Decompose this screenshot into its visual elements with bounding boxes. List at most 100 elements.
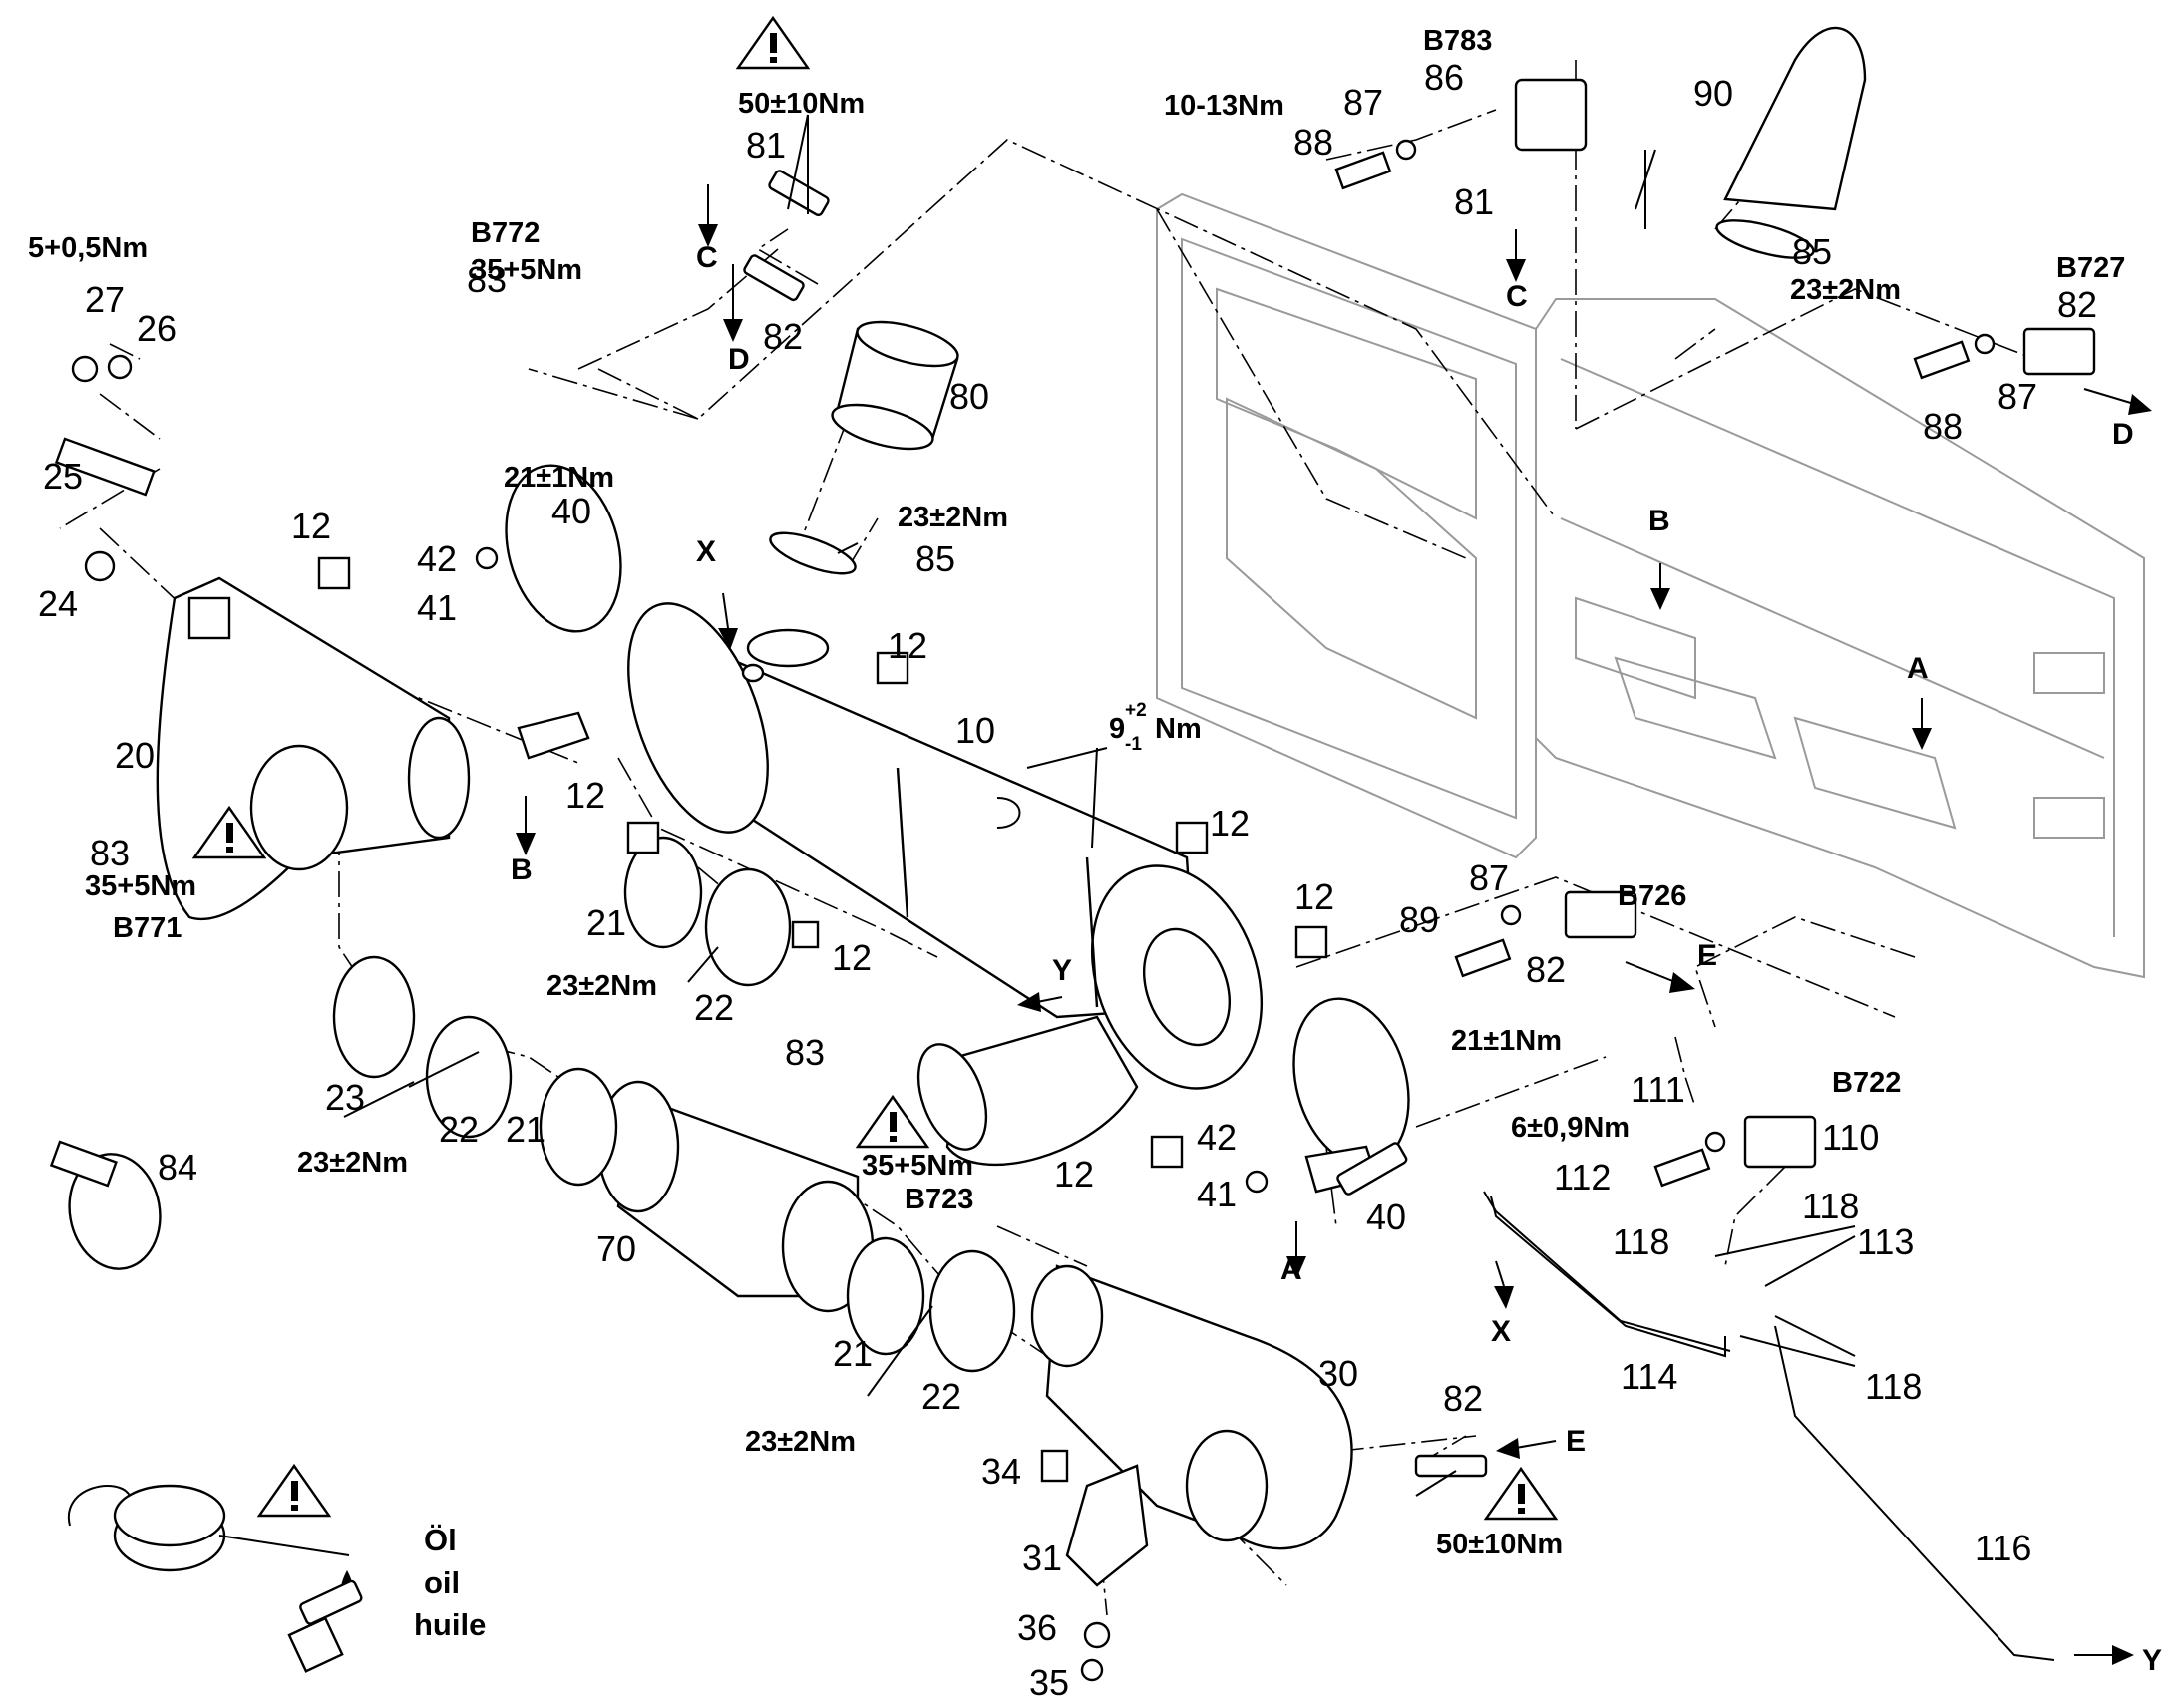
outlet-elbow (916, 1015, 1139, 1167)
label-118: 118 (1865, 1366, 1922, 1407)
torque-label: 21±1Nm (504, 462, 614, 494)
label-118: 118 (1613, 1221, 1669, 1262)
oil-note: Öl oil huile (414, 1523, 486, 1642)
label-31: 31 (1022, 1537, 1062, 1578)
label-42: 42 (1197, 1117, 1237, 1158)
sensor-code: B771 (113, 912, 182, 944)
label-21: 21 (586, 902, 626, 943)
sensor-code: B723 (905, 1184, 973, 1215)
sensor-code: B727 (2056, 252, 2125, 284)
sensor-code: B783 (1423, 25, 1492, 57)
torque-label: 23±2Nm (546, 970, 657, 1002)
part-85-clamp-top (1715, 219, 1815, 259)
label-30: 30 (1318, 1353, 1358, 1394)
torque-label: 5+0,5Nm (28, 232, 148, 264)
label-118: 118 (1802, 1186, 1859, 1226)
label-35: 35 (1029, 1662, 1069, 1703)
torque-label: 6±0,9Nm (1511, 1112, 1630, 1144)
warning-triangle-icon (191, 15, 1559, 1521)
label-86: 86 (1424, 57, 1464, 98)
label-41: 41 (1197, 1174, 1237, 1214)
pressure-pipes (1483, 1191, 2055, 1661)
label-22: 22 (439, 1109, 479, 1150)
sensor-code: B722 (1832, 1067, 1901, 1099)
label-82: 82 (2057, 284, 2097, 325)
label-112: 112 (1554, 1157, 1611, 1197)
label-20: 20 (115, 735, 155, 776)
label-83: 83 (90, 833, 130, 873)
label-85: 85 (1792, 231, 1832, 272)
torque-label-sub: -1 (1125, 734, 1142, 755)
label-12: 12 (1294, 876, 1334, 917)
label-24: 24 (38, 583, 78, 624)
label-22: 22 (694, 987, 734, 1028)
label-23: 23 (325, 1077, 365, 1118)
vehicle-frame (1156, 192, 2145, 979)
label-42: 42 (417, 538, 457, 579)
part-30-tail-pipe (1030, 1264, 1353, 1550)
ref-letter-x: X (1491, 1315, 1511, 1348)
ref-letter-x: X (696, 535, 716, 568)
reference-letters: C D C D X B B A E Y A X E Y (511, 241, 2162, 1677)
clamps-and-rings (49, 464, 1410, 1373)
oil-label-en: oil (424, 1565, 460, 1600)
sensor-code-labels: B783 B772 B727 B771 B726 B722 B723 (113, 25, 2125, 1215)
torque-label-sup: +2 (1125, 700, 1147, 721)
torque-label: 50±10Nm (738, 88, 865, 120)
label-40: 40 (1366, 1196, 1406, 1237)
torque-label: 9 (1109, 713, 1125, 745)
label-90: 90 (1693, 73, 1733, 114)
part-80-connector (831, 320, 959, 451)
leader-lines (343, 114, 1856, 1497)
torque-label: 35+5Nm (862, 1150, 973, 1182)
ref-letter-c: C (696, 241, 718, 274)
label-27: 27 (85, 279, 125, 320)
label-70: 70 (596, 1228, 636, 1269)
label-26: 26 (137, 308, 177, 349)
label-12: 12 (565, 775, 605, 816)
sensor-code: B726 (1618, 880, 1686, 912)
label-87: 87 (1343, 82, 1383, 123)
label-21: 21 (833, 1333, 873, 1374)
torque-labels: 50±10Nm 5+0,5Nm 35+5Nm 21±1Nm 23±2Nm 10 -… (28, 88, 1901, 1560)
label-116: 116 (1975, 1528, 2031, 1568)
torque-label: 23±2Nm (1790, 274, 1901, 306)
label-12: 12 (832, 937, 872, 978)
ref-letter-e: E (1566, 1425, 1586, 1458)
label-111: 111 (1631, 1069, 1685, 1110)
label-12: 12 (1210, 803, 1250, 844)
part-70-dpf (596, 1080, 875, 1313)
sensors (743, 78, 2096, 1478)
part-20-inlet-pipe (156, 576, 471, 921)
label-34: 34 (981, 1451, 1021, 1492)
ref-letter-c: C (1506, 280, 1528, 313)
part-number-labels: 10 12 12 12 12 12 12 12 20 21 21 21 22 2… (38, 57, 2097, 1703)
ref-letter-y: Y (2142, 1644, 2162, 1677)
label-82: 82 (1526, 949, 1566, 990)
label-41: 41 (417, 587, 457, 628)
part-10-muffler (627, 602, 1264, 1090)
ref-letter-a: A (1280, 1253, 1302, 1286)
label-110: 110 (1822, 1117, 1879, 1158)
label-85: 85 (915, 538, 955, 579)
torque-label-unit: Nm (1155, 713, 1202, 745)
label-80: 80 (949, 376, 989, 417)
torque-label: 21±1Nm (1451, 1025, 1562, 1057)
bolts-nuts (54, 139, 1996, 1682)
torque-label: 23±2Nm (898, 502, 1008, 533)
label-22: 22 (921, 1376, 961, 1417)
label-10: 10 (955, 710, 995, 751)
ref-letter-d: D (728, 343, 750, 376)
label-113: 113 (1857, 1221, 1914, 1262)
torque-label: 23±2Nm (745, 1426, 856, 1458)
label-12: 12 (1054, 1154, 1094, 1195)
torque-label: 35+5Nm (471, 254, 582, 286)
oil-label-de: Öl (424, 1523, 457, 1557)
label-40: 40 (551, 491, 591, 531)
ref-letter-d: D (2112, 418, 2134, 451)
label-114: 114 (1621, 1356, 1677, 1397)
label-82: 82 (763, 316, 803, 357)
torque-label: 35+5Nm (85, 870, 196, 902)
label-89: 89 (1399, 899, 1439, 940)
